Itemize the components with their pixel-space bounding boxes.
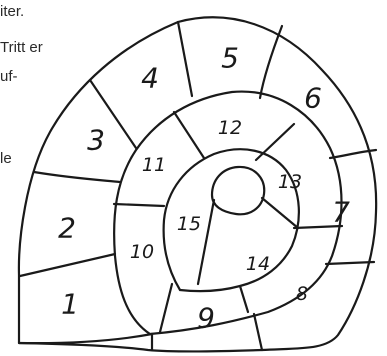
field-number-13: 13 bbox=[278, 171, 302, 193]
divider-10-11 bbox=[114, 204, 164, 206]
field-number-12: 12 bbox=[218, 117, 242, 139]
shell-base-line bbox=[19, 334, 152, 343]
field-number-15: 15 bbox=[177, 213, 201, 235]
field-number-4: 4 bbox=[141, 62, 159, 95]
field-number-5: 5 bbox=[221, 42, 239, 75]
field-number-1: 1 bbox=[61, 288, 79, 321]
divider-13-14-inner bbox=[262, 198, 298, 228]
field-number-10: 10 bbox=[130, 241, 154, 263]
field-number-11: 11 bbox=[142, 154, 166, 176]
field-number-7: 7 bbox=[332, 196, 350, 229]
divider-1-2 bbox=[20, 254, 115, 276]
divider-5-6 bbox=[260, 26, 282, 98]
field-number-8: 8 bbox=[296, 283, 308, 305]
field-number-6: 6 bbox=[304, 82, 322, 115]
field-number-2: 2 bbox=[58, 212, 76, 245]
divider-9-10 bbox=[160, 284, 172, 332]
field-number-14: 14 bbox=[246, 253, 270, 275]
divider-8-9 bbox=[254, 314, 262, 350]
divider-11-12 bbox=[174, 112, 204, 158]
field-number-3: 3 bbox=[87, 124, 105, 157]
divider-2-3 bbox=[34, 172, 120, 182]
divider-7-8 bbox=[326, 262, 374, 264]
field-number-9: 9 bbox=[197, 302, 215, 335]
divider-12-13 bbox=[256, 124, 294, 160]
center-hole bbox=[212, 167, 264, 214]
divider-4-5 bbox=[178, 22, 192, 96]
divider-14-9 bbox=[240, 286, 248, 312]
